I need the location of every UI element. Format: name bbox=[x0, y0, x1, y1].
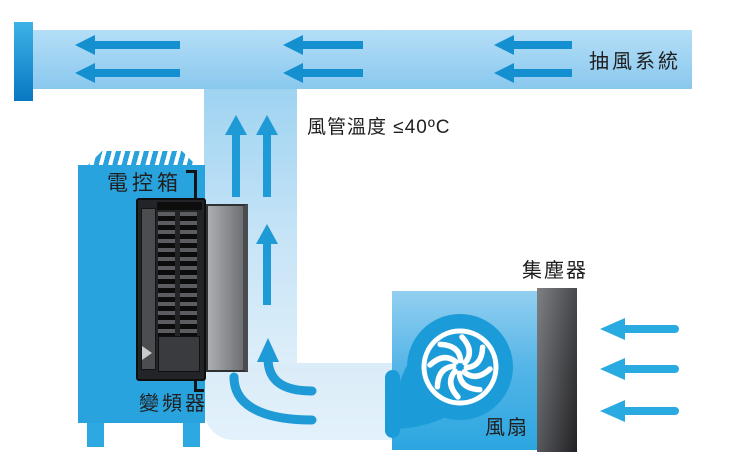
inverter-side-cover bbox=[206, 204, 248, 372]
inverter-body bbox=[136, 198, 206, 381]
fan-impeller-icon bbox=[394, 314, 513, 429]
inverter-top-hook bbox=[186, 170, 197, 173]
top-exhaust-duct bbox=[33, 30, 692, 89]
cabinet-leg-right bbox=[183, 423, 200, 447]
inverter-top-strip bbox=[157, 202, 202, 210]
inverter-label: 變頻器 bbox=[139, 393, 208, 415]
airflow-curved-arrow-icon bbox=[229, 338, 317, 425]
duct-temperature-label: 風管溫度 ≤40ºC bbox=[307, 117, 451, 138]
airflow-arrow-inlet-icon bbox=[600, 318, 679, 422]
inverter-vent-column bbox=[158, 212, 175, 362]
airflow-arrow-up-icon bbox=[225, 115, 278, 305]
inverter-bottom-hook-bar bbox=[194, 379, 197, 392]
cabinet-vent-top bbox=[88, 151, 196, 165]
duct-end-cap bbox=[14, 22, 33, 101]
airflow-arrow-left-icon bbox=[75, 35, 572, 83]
inverter-side-strip bbox=[141, 208, 156, 370]
cabinet-leg-left bbox=[87, 423, 104, 447]
exhaust-system-label: 抽風系統 bbox=[589, 51, 681, 73]
fan-label: 風扇 bbox=[485, 417, 529, 439]
inverter-logo-triangle-icon bbox=[142, 346, 152, 360]
dust-collector-label: 集塵器 bbox=[522, 260, 588, 282]
dust-collector-panel bbox=[537, 288, 577, 452]
inverter-top-hook-bar bbox=[194, 170, 197, 200]
control-box-label: 電控箱 bbox=[107, 172, 182, 195]
inverter-vent-column bbox=[180, 212, 197, 362]
inverter-bottom-hook bbox=[194, 389, 204, 392]
inverter-bottom-panel bbox=[158, 336, 200, 372]
